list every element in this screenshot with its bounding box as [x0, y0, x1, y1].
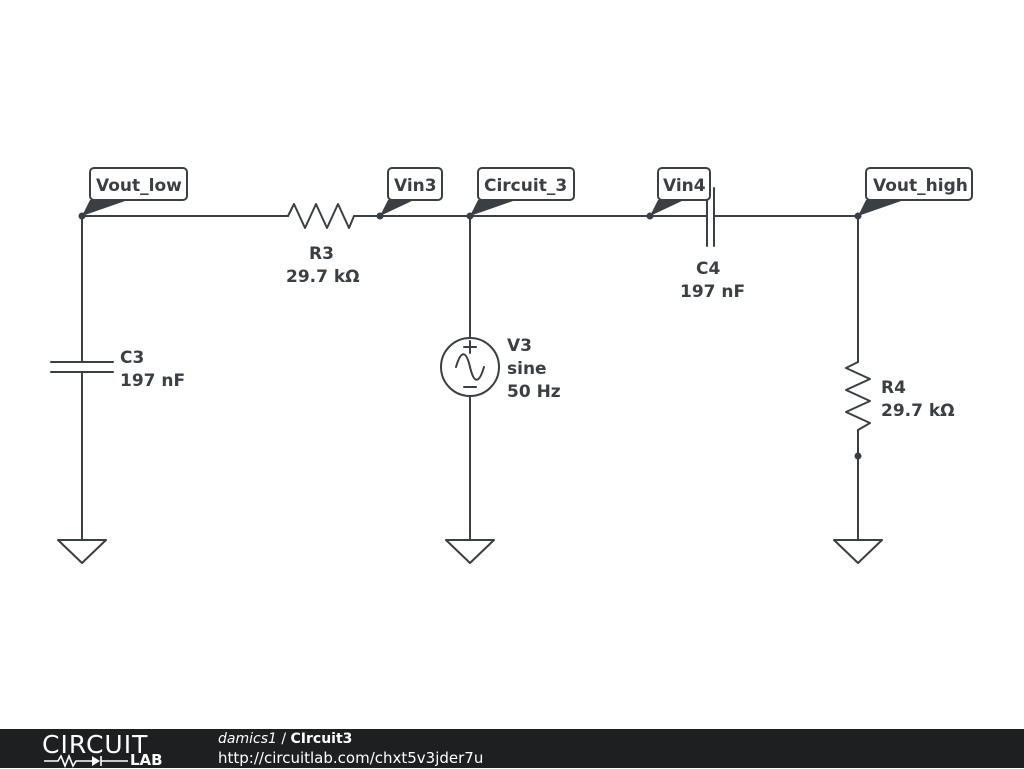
v3-type-label: sine — [507, 359, 547, 379]
logo-wordmark-top: CIRCUIT — [42, 730, 149, 759]
ground-icon-r4 — [833, 539, 883, 564]
r3-value-label: 29.7 kΩ — [286, 267, 360, 287]
junction-dot-r4-bottom — [854, 452, 862, 460]
net-label-vin4[interactable]: Vin4 — [650, 167, 711, 216]
circuit-url-link[interactable]: http://circuitlab.com/chxt5v3jder7u — [218, 749, 484, 767]
net-label-vin4-text: Vin4 — [663, 176, 706, 196]
ground-icon-c3 — [57, 539, 107, 564]
logo-circuit-symbol-icon — [44, 754, 128, 768]
c3-name-label: C3 — [120, 348, 144, 368]
resistor-r4-symbol[interactable] — [845, 361, 871, 431]
circuitlab-logo[interactable]: CIRCUIT LAB — [42, 730, 182, 769]
ground-icon-v3 — [445, 539, 495, 564]
schematic-diagram: R3 29.7 kΩ C3 197 nF V3 sine 50 Hz C4 19… — [50, 167, 973, 564]
c4-value-label: 197 nF — [680, 282, 745, 302]
credit-separator: / — [276, 731, 291, 747]
capacitor-c3-symbol[interactable] — [50, 361, 114, 373]
v3-name-label: V3 — [507, 336, 532, 356]
circuit-title-link[interactable]: CIrcuit3 — [290, 731, 353, 747]
net-label-vin3[interactable]: Vin3 — [380, 167, 443, 216]
c4-name-label: C4 — [696, 259, 720, 279]
net-label-vout-low[interactable]: Vout_low — [82, 167, 188, 216]
v3-frequency-label: 50 Hz — [507, 382, 561, 402]
net-label-circuit-3-text: Circuit_3 — [484, 176, 567, 196]
resistor-r3-symbol[interactable] — [287, 203, 355, 229]
net-label-vin3-text: Vin3 — [394, 176, 437, 196]
r3-name-label: R3 — [309, 244, 334, 264]
net-label-vout-high[interactable]: Vout_high — [858, 167, 973, 216]
wires — [81, 215, 859, 541]
r4-name-label: R4 — [881, 378, 906, 398]
net-label-vout-high-text: Vout_high — [873, 176, 968, 196]
logo-wordmark-bottom: LAB — [130, 751, 163, 769]
footer-bar: CIRCUIT LAB damics1 / CIrcuit3 http://ci… — [0, 729, 1024, 769]
author-link[interactable]: damics1 — [218, 731, 277, 747]
net-label-vout-low-text: Vout_low — [96, 176, 182, 196]
credit-line: damics1 / CIrcuit3 — [218, 731, 352, 747]
c3-value-label: 197 nF — [120, 371, 185, 391]
sine-source-v3-symbol[interactable] — [440, 337, 500, 397]
r4-value-label: 29.7 kΩ — [881, 401, 955, 421]
net-label-circuit-3[interactable]: Circuit_3 — [470, 167, 575, 216]
